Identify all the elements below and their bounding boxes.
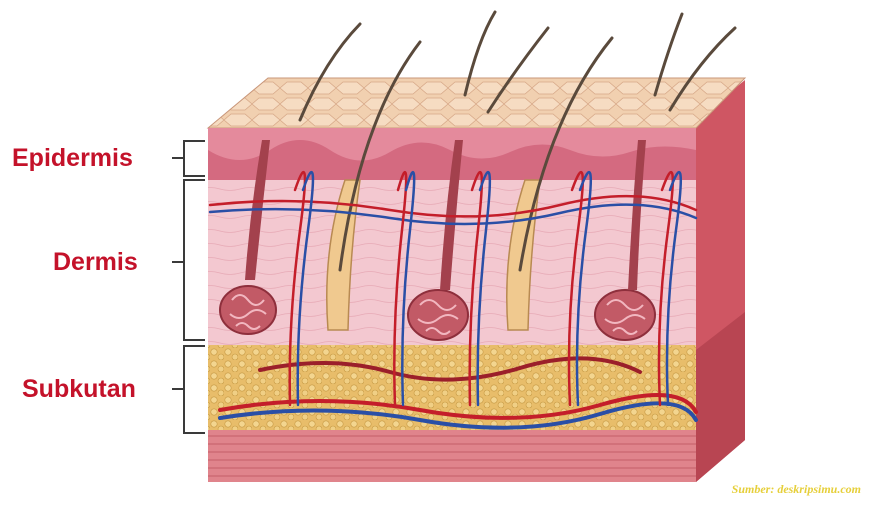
side-face [696, 80, 745, 482]
epidermis-label: Epidermis [12, 144, 133, 172]
subkutan-label: Subkutan [22, 375, 136, 403]
source-credit: Sumber: deskripsimu.com [732, 482, 861, 497]
subkutan-layer [208, 345, 696, 430]
layer-brackets [172, 141, 205, 433]
epidermis-bracket [172, 141, 205, 176]
muscle-layer [208, 430, 696, 482]
skin-surface [208, 78, 745, 128]
dermis-bracket [172, 180, 205, 340]
dermis-label: Dermis [53, 248, 138, 276]
subkutan-bracket [172, 346, 205, 433]
